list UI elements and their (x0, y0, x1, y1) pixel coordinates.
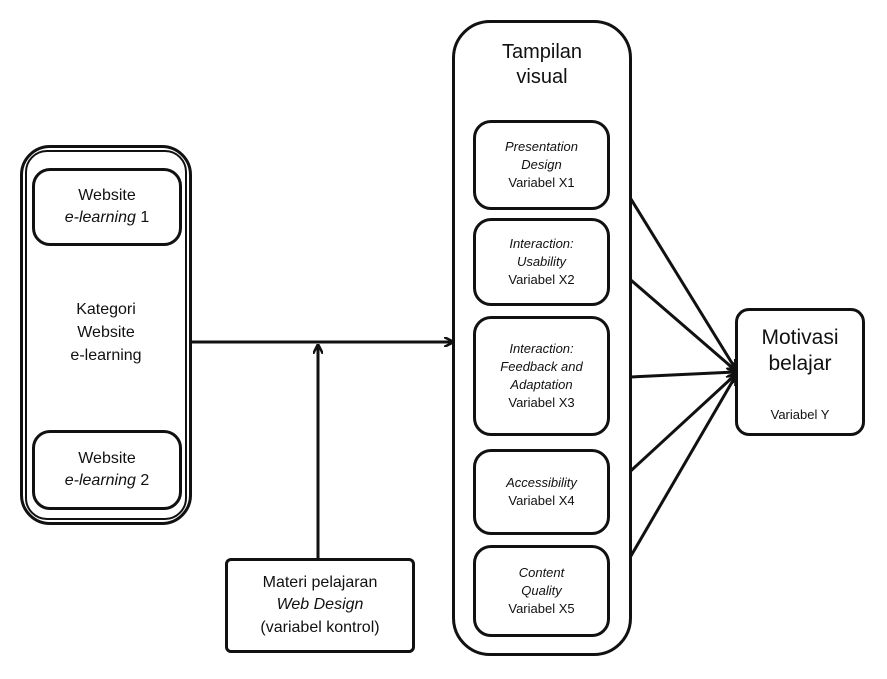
variabel-y-label: Variabel Y (770, 407, 830, 422)
motivasi-label: Motivasi (761, 326, 839, 349)
visual-item-x3: Interaction: Feedback and Adaptation Var… (473, 316, 610, 436)
motivasi-belajar-box: Motivasi belajar Variabel Y (735, 308, 865, 436)
visual-item-x5: Content Quality Variabel X5 (473, 545, 610, 637)
visual-item-x4: Accessibility Variabel X4 (473, 449, 610, 535)
materi-pelajaran-box: Materi pelajaran Web Design (variabel ko… (225, 558, 415, 653)
website-1-sub: e-learning 1 (64, 209, 150, 226)
website-2-label: Website (78, 449, 136, 467)
website-elearning-2-box: Website e-learning 2 (32, 430, 182, 510)
visual-item-x2: Interaction: Usability Variabel X2 (473, 218, 610, 306)
belajar-label: belajar (768, 352, 832, 376)
kategori-label: Kategori Website e-learning (70, 301, 142, 364)
visual-item-x1: Presentation Design Variabel X1 (473, 120, 610, 210)
tampilan-visual-title: Tampilan visual (501, 41, 583, 88)
website-2-sub: e-learning 2 (64, 472, 150, 489)
website-elearning-1-box: Website e-learning 1 (32, 168, 182, 246)
website-1-label: Website (78, 186, 136, 204)
